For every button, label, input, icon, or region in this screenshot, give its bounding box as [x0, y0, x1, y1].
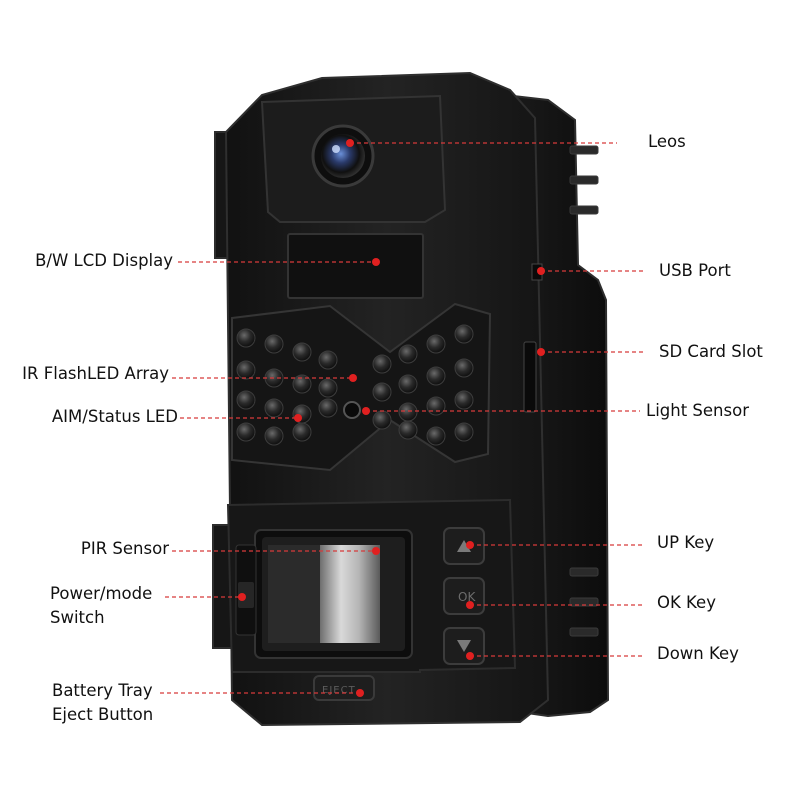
- dot-ok: [466, 601, 474, 609]
- ir-led: [236, 328, 256, 348]
- ir-led: [264, 398, 284, 418]
- ir-led: [292, 342, 312, 362]
- pir-sensor: [254, 529, 413, 659]
- sd-card-slot: [523, 341, 537, 413]
- lcd-display: [287, 233, 424, 299]
- ir-led-array: [236, 324, 474, 446]
- dot-light: [362, 407, 370, 415]
- ir-led: [372, 382, 392, 402]
- label-usb: USB Port: [659, 261, 731, 280]
- ir-panel: [231, 302, 492, 472]
- dot-lcd: [372, 258, 380, 266]
- ir-led: [398, 344, 418, 364]
- up-arrow-icon: [457, 540, 471, 552]
- label-light: Light Sensor: [646, 401, 749, 420]
- ir-led: [372, 354, 392, 374]
- dot-up: [466, 541, 474, 549]
- dot-lens: [346, 139, 354, 147]
- label-pir: PIR Sensor: [80, 539, 169, 558]
- ir-led: [236, 422, 256, 442]
- ok-key[interactable]: OK: [443, 577, 485, 615]
- ir-led: [372, 410, 392, 430]
- ir-led: [318, 378, 338, 398]
- eject-text: EJECT: [322, 685, 356, 696]
- dot-pir: [372, 547, 380, 555]
- dot-aim: [294, 414, 302, 422]
- ir-led: [426, 396, 446, 416]
- label-sd: SD Card Slot: [659, 342, 763, 361]
- ir-led: [318, 398, 338, 418]
- ir-led: [398, 402, 418, 422]
- light-sensor: [343, 401, 361, 419]
- label-battery: Battery Tray Eject Button: [52, 681, 154, 724]
- ir-led: [292, 422, 312, 442]
- down-arrow-icon: [457, 640, 471, 652]
- ir-led: [318, 350, 338, 370]
- ir-led: [264, 334, 284, 354]
- ok-key-text: OK: [458, 590, 476, 604]
- side-vents-top: [569, 145, 599, 215]
- ir-led: [426, 334, 446, 354]
- label-ok: OK Key: [657, 593, 716, 612]
- battery-tray-eject-button[interactable]: EJECT: [313, 675, 375, 701]
- ir-led: [454, 324, 474, 344]
- dot-sd: [537, 348, 545, 356]
- dot-usb: [537, 267, 545, 275]
- ir-led: [454, 422, 474, 442]
- up-key[interactable]: [443, 527, 485, 565]
- ir-led: [236, 360, 256, 380]
- power-mode-switch: [235, 544, 257, 636]
- leader-lines: [160, 142, 645, 694]
- label-lcd: B/W LCD Display: [35, 251, 173, 270]
- label-lens: Leos: [648, 132, 686, 151]
- label-power: Power/mode Switch: [50, 584, 153, 627]
- ir-led: [398, 420, 418, 440]
- label-aim: AIM/Status LED: [51, 407, 178, 426]
- dot-ir: [349, 374, 357, 382]
- ir-led: [454, 390, 474, 410]
- down-key[interactable]: [443, 627, 485, 665]
- dot-power: [238, 593, 246, 601]
- dot-battery: [356, 689, 364, 697]
- ir-led: [426, 366, 446, 386]
- dot-down: [466, 652, 474, 660]
- side-vents-bottom: [569, 567, 599, 637]
- label-ir: IR FlashLED Array: [22, 364, 169, 383]
- ir-led: [398, 374, 418, 394]
- ir-led: [264, 426, 284, 446]
- label-down: Down Key: [657, 644, 739, 663]
- camera-lens: [311, 124, 375, 188]
- leader-dots: [238, 139, 545, 697]
- label-up: UP Key: [657, 533, 715, 552]
- ir-led: [292, 374, 312, 394]
- ir-led: [426, 426, 446, 446]
- ir-led: [454, 358, 474, 378]
- ir-led: [236, 390, 256, 410]
